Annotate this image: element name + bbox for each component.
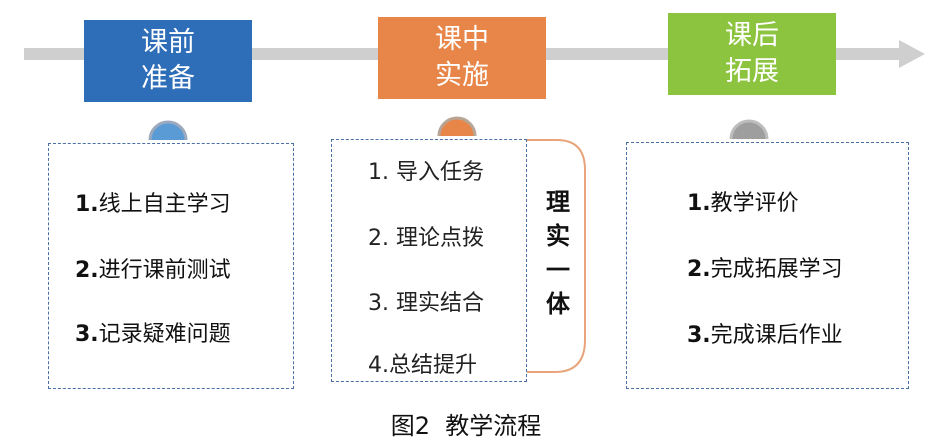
- stage-post-class: 课后 拓展: [668, 13, 836, 95]
- item-text: 记录疑难问题: [98, 322, 231, 347]
- stage-1-pin-ring: [148, 120, 188, 141]
- item-number: 2.: [687, 257, 711, 282]
- list-item: 3.完成课后作业: [687, 317, 843, 349]
- stage-1-pin: [150, 122, 186, 140]
- list-item: 3.记录疑难问题: [75, 316, 231, 348]
- item-number: 1.: [75, 192, 99, 217]
- timeline-arrowhead: [899, 40, 925, 68]
- list-item: 2.完成拓展学习: [687, 251, 843, 283]
- list-item: 2.进行课前测试: [75, 252, 231, 284]
- item-text: 完成课后作业: [710, 323, 843, 348]
- item-number: 3.: [75, 322, 99, 347]
- integration-label: 理 实 一 体: [543, 185, 573, 321]
- in-class-panel: 1. 导入任务 2. 理论点拨 3. 理实结合 4.总结提升: [331, 139, 527, 382]
- integration-char: 体: [546, 290, 570, 318]
- integration-char: 实: [546, 222, 570, 250]
- stage-2-pin-ring: [437, 116, 477, 137]
- post-class-panel: 1.教学评价 2.完成拓展学习 3.完成课后作业: [626, 142, 909, 389]
- figure-caption: 图2 教学流程: [390, 412, 542, 440]
- list-item: 4.总结提升: [368, 353, 477, 378]
- item-text: 完成拓展学习: [710, 257, 843, 282]
- stage-in-class: 课中 实施: [378, 17, 546, 99]
- stage-pre-class: 课前 准备: [84, 20, 252, 102]
- item-number: 1.: [687, 191, 711, 216]
- list-item: 1.线上自主学习: [75, 186, 231, 218]
- item-number: 2.: [75, 258, 99, 283]
- item-text: 线上自主学习: [98, 192, 231, 217]
- item-text: 教学评价: [710, 191, 799, 216]
- item-text: 进行课前测试: [98, 258, 231, 283]
- pre-class-panel: 1.线上自主学习 2.进行课前测试 3.记录疑难问题: [48, 143, 294, 389]
- list-item: 2. 理论点拨: [368, 226, 484, 251]
- stage-2-pin: [439, 118, 475, 136]
- stage-3-pin-ring: [729, 119, 769, 140]
- integration-char: 一: [546, 256, 570, 284]
- list-item: 3. 理实结合: [368, 291, 484, 316]
- stage-3-pin: [731, 121, 767, 139]
- list-item: 1. 导入任务: [368, 160, 484, 185]
- item-number: 3.: [687, 323, 711, 348]
- list-item: 1.教学评价: [687, 185, 799, 217]
- integration-char: 理: [546, 188, 570, 216]
- integration-bracket: [527, 139, 586, 373]
